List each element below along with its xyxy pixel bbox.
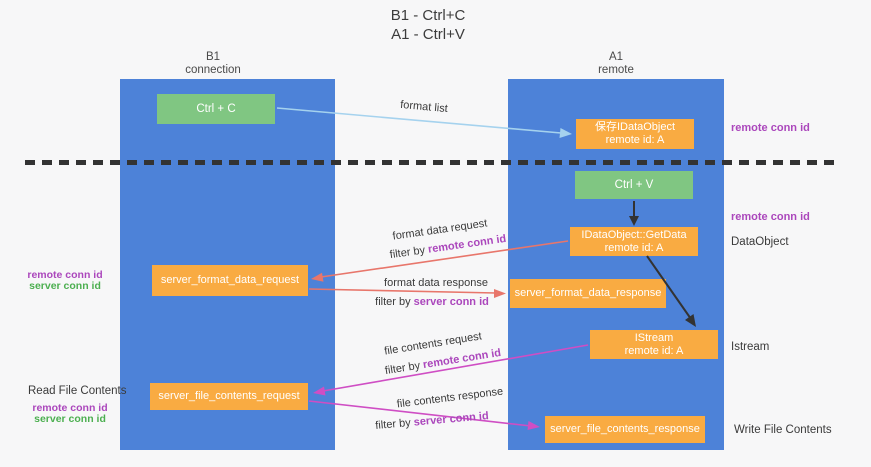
header-a1: A1 xyxy=(608,51,624,63)
format-data-response-label: format data response xyxy=(384,277,488,289)
filter-by-server-conn-id-label-1: filter by server conn id xyxy=(375,296,489,308)
server-format-data-request-label: server_format_data_request xyxy=(160,274,300,286)
istream-annotation: Istream xyxy=(731,341,770,353)
server-file-contents-request-box: server_file_contents_request xyxy=(150,383,308,410)
conn-id-annotation-block-1: remote conn id server conn id xyxy=(24,270,106,292)
istream-box: IStream remote id: A xyxy=(590,330,718,359)
filter-by-text: filter by xyxy=(375,296,414,308)
getdata-line2: remote id: A xyxy=(604,241,664,254)
server-file-contents-response-label: server_file_contents_response xyxy=(550,423,700,435)
remote-conn-id-annotation-left-1: remote conn id xyxy=(27,269,103,281)
filter-by-server-conn-id-label-2: filter by server conn id xyxy=(375,410,489,432)
ctrl-v-label: Ctrl + V xyxy=(614,178,654,191)
ctrl-c-label: Ctrl + C xyxy=(196,102,236,115)
header-b1: B1 xyxy=(205,51,221,63)
istream-line2: remote id: A xyxy=(624,344,684,357)
title-line-1: B1 - Ctrl+C xyxy=(390,7,466,24)
server-conn-id-annotation-left-2: server conn id xyxy=(34,413,106,425)
server-format-data-response-label: server_format_data_response xyxy=(514,287,662,299)
file-contents-response-label: file contents response xyxy=(396,385,504,411)
diagram-title: B1 - Ctrl+C A1 - Ctrl+V xyxy=(391,6,466,44)
filter-by-text: filter by xyxy=(389,243,429,262)
format-data-response-arrowhead xyxy=(494,289,506,298)
server-file-contents-response-box: server_file_contents_response xyxy=(545,416,705,443)
save-idataobject-line2: remote id: A xyxy=(605,134,665,146)
read-file-contents-annotation: Read File Contents xyxy=(28,385,127,397)
save-idataobject-box: 保存IDataObject remote id: A xyxy=(576,119,694,149)
remote-conn-id-annotation-top: remote conn id xyxy=(731,122,810,134)
filter-by-text: filter by xyxy=(374,416,415,432)
remote-conn-id-text: remote conn id xyxy=(427,232,507,256)
dataobject-annotation: DataObject xyxy=(731,236,789,248)
header-remote: remote xyxy=(598,63,634,76)
column-header-b1-connection: B1 connection xyxy=(185,51,241,76)
server-conn-id-annotation-left-1: server conn id xyxy=(29,280,101,292)
save-idataobject-line1: 保存IDataObject xyxy=(594,121,676,133)
remote-conn-id-annotation-left-2: remote conn id xyxy=(32,402,108,414)
server-format-data-request-box: server_format_data_request xyxy=(152,265,308,296)
format-list-label: format list xyxy=(399,98,449,116)
header-connection: connection xyxy=(185,63,241,76)
ctrl-v-box: Ctrl + V xyxy=(575,171,693,199)
remote-conn-id-annotation-middle: remote conn id xyxy=(731,211,810,223)
title-line-2: A1 - Ctrl+V xyxy=(391,26,465,43)
idataobject-getdata-box: IDataObject::GetData remote id: A xyxy=(570,227,698,256)
filter-by-text: filter by xyxy=(384,359,425,378)
server-conn-id-text: server conn id xyxy=(413,296,489,308)
conn-id-annotation-block-2: remote conn id server conn id xyxy=(26,403,114,425)
server-conn-id-text: server conn id xyxy=(413,410,490,429)
server-file-contents-request-label: server_file_contents_request xyxy=(158,390,300,402)
format-data-response-arrow xyxy=(308,288,497,294)
istream-line1: IStream xyxy=(634,331,674,344)
getdata-line1: IDataObject::GetData xyxy=(581,228,687,241)
ctrl-c-box: Ctrl + C xyxy=(157,94,275,124)
remote-conn-id-text: remote conn id xyxy=(422,346,502,372)
write-file-contents-annotation: Write File Contents xyxy=(734,424,832,436)
server-format-data-response-box: server_format_data_response xyxy=(510,279,666,308)
session-divider-dashed-line xyxy=(25,160,838,165)
column-header-a1-remote: A1 remote xyxy=(598,51,634,76)
